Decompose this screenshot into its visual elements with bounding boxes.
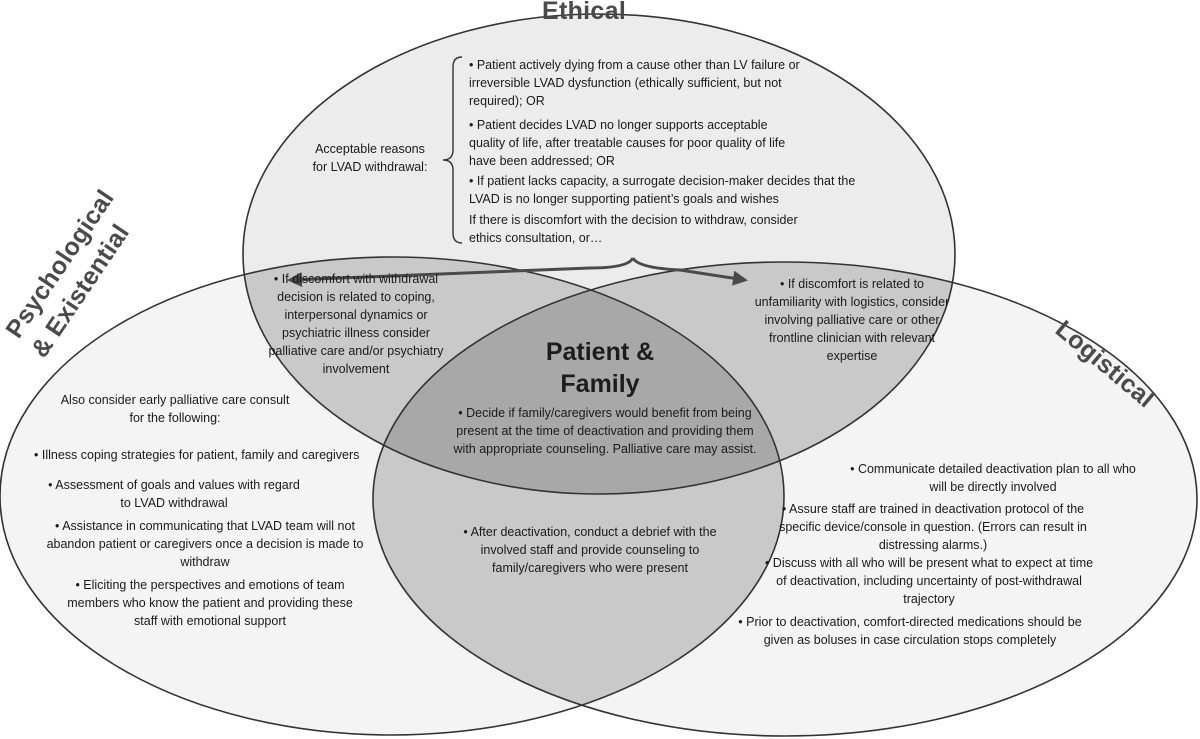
- overlap-center: [373, 262, 784, 494]
- ethical-reason-3: • If patient lacks capacity, a surrogate…: [469, 174, 856, 206]
- palliative-consult-intro: Also consider early palliative care cons…: [30, 391, 320, 427]
- arrow-to-logistical: [631, 257, 748, 286]
- reasons-label-line2: for LVAD withdrawal:: [312, 160, 428, 174]
- patient-family-title: Patient & Family: [500, 336, 700, 400]
- outline-psychological: [0, 256, 785, 736]
- ethical-reason-1: • Patient actively dying from a cause ot…: [469, 58, 800, 108]
- patient-family-title-line1: Patient &: [545, 338, 655, 366]
- outline-ethical: [242, 13, 956, 495]
- arrow-to-psychological: [287, 257, 635, 288]
- debrief-note: • After deactivation, conduct a debrief …: [463, 525, 717, 575]
- ethical-title: Ethical: [542, 0, 627, 25]
- patient-family-title-line2: Family: [560, 370, 640, 398]
- palliative-consult-intro-line1: Also consider early palliative care cons…: [60, 393, 290, 407]
- ethics-consultation-note: If there is discomfort with the decision…: [469, 213, 798, 245]
- reasons-label: Acceptable reasons for LVAD withdrawal:: [300, 140, 440, 176]
- logistics-bullet-expectations: • Discuss with all who will be present w…: [764, 556, 1094, 606]
- psych-bullet-staff-support: • Eliciting the perspectives and emotion…: [67, 578, 353, 628]
- psych-bullet-coping: • Illness coping strategies for patient,…: [34, 448, 360, 462]
- reasons-brace: [442, 56, 463, 244]
- palliative-consult-intro-line2: for the following:: [129, 411, 221, 425]
- psych-overlap-note: • If discomfort with withdrawal decision…: [268, 272, 444, 376]
- logistics-overlap-note: • If discomfort is related to unfamiliar…: [754, 277, 950, 363]
- reasons-label-line1: Acceptable reasons: [315, 142, 425, 156]
- family-presence-note: • Decide if family/caregivers would bene…: [453, 406, 757, 456]
- psych-bullet-goals: • Assessment of goals and values with re…: [48, 478, 300, 510]
- psych-bullet-communication: • Assistance in communicating that LVAD …: [46, 519, 364, 569]
- logistics-bullet-medications: • Prior to deactivation, comfort-directe…: [738, 615, 1082, 647]
- outline-logistical: [372, 261, 1198, 737]
- logistics-bullet-training: • Assure staff are trained in deactivati…: [779, 502, 1087, 552]
- logistics-bullet-plan: • Communicate detailed deactivation plan…: [850, 462, 1136, 494]
- ethical-reason-2: • Patient decides LVAD no longer support…: [469, 118, 786, 168]
